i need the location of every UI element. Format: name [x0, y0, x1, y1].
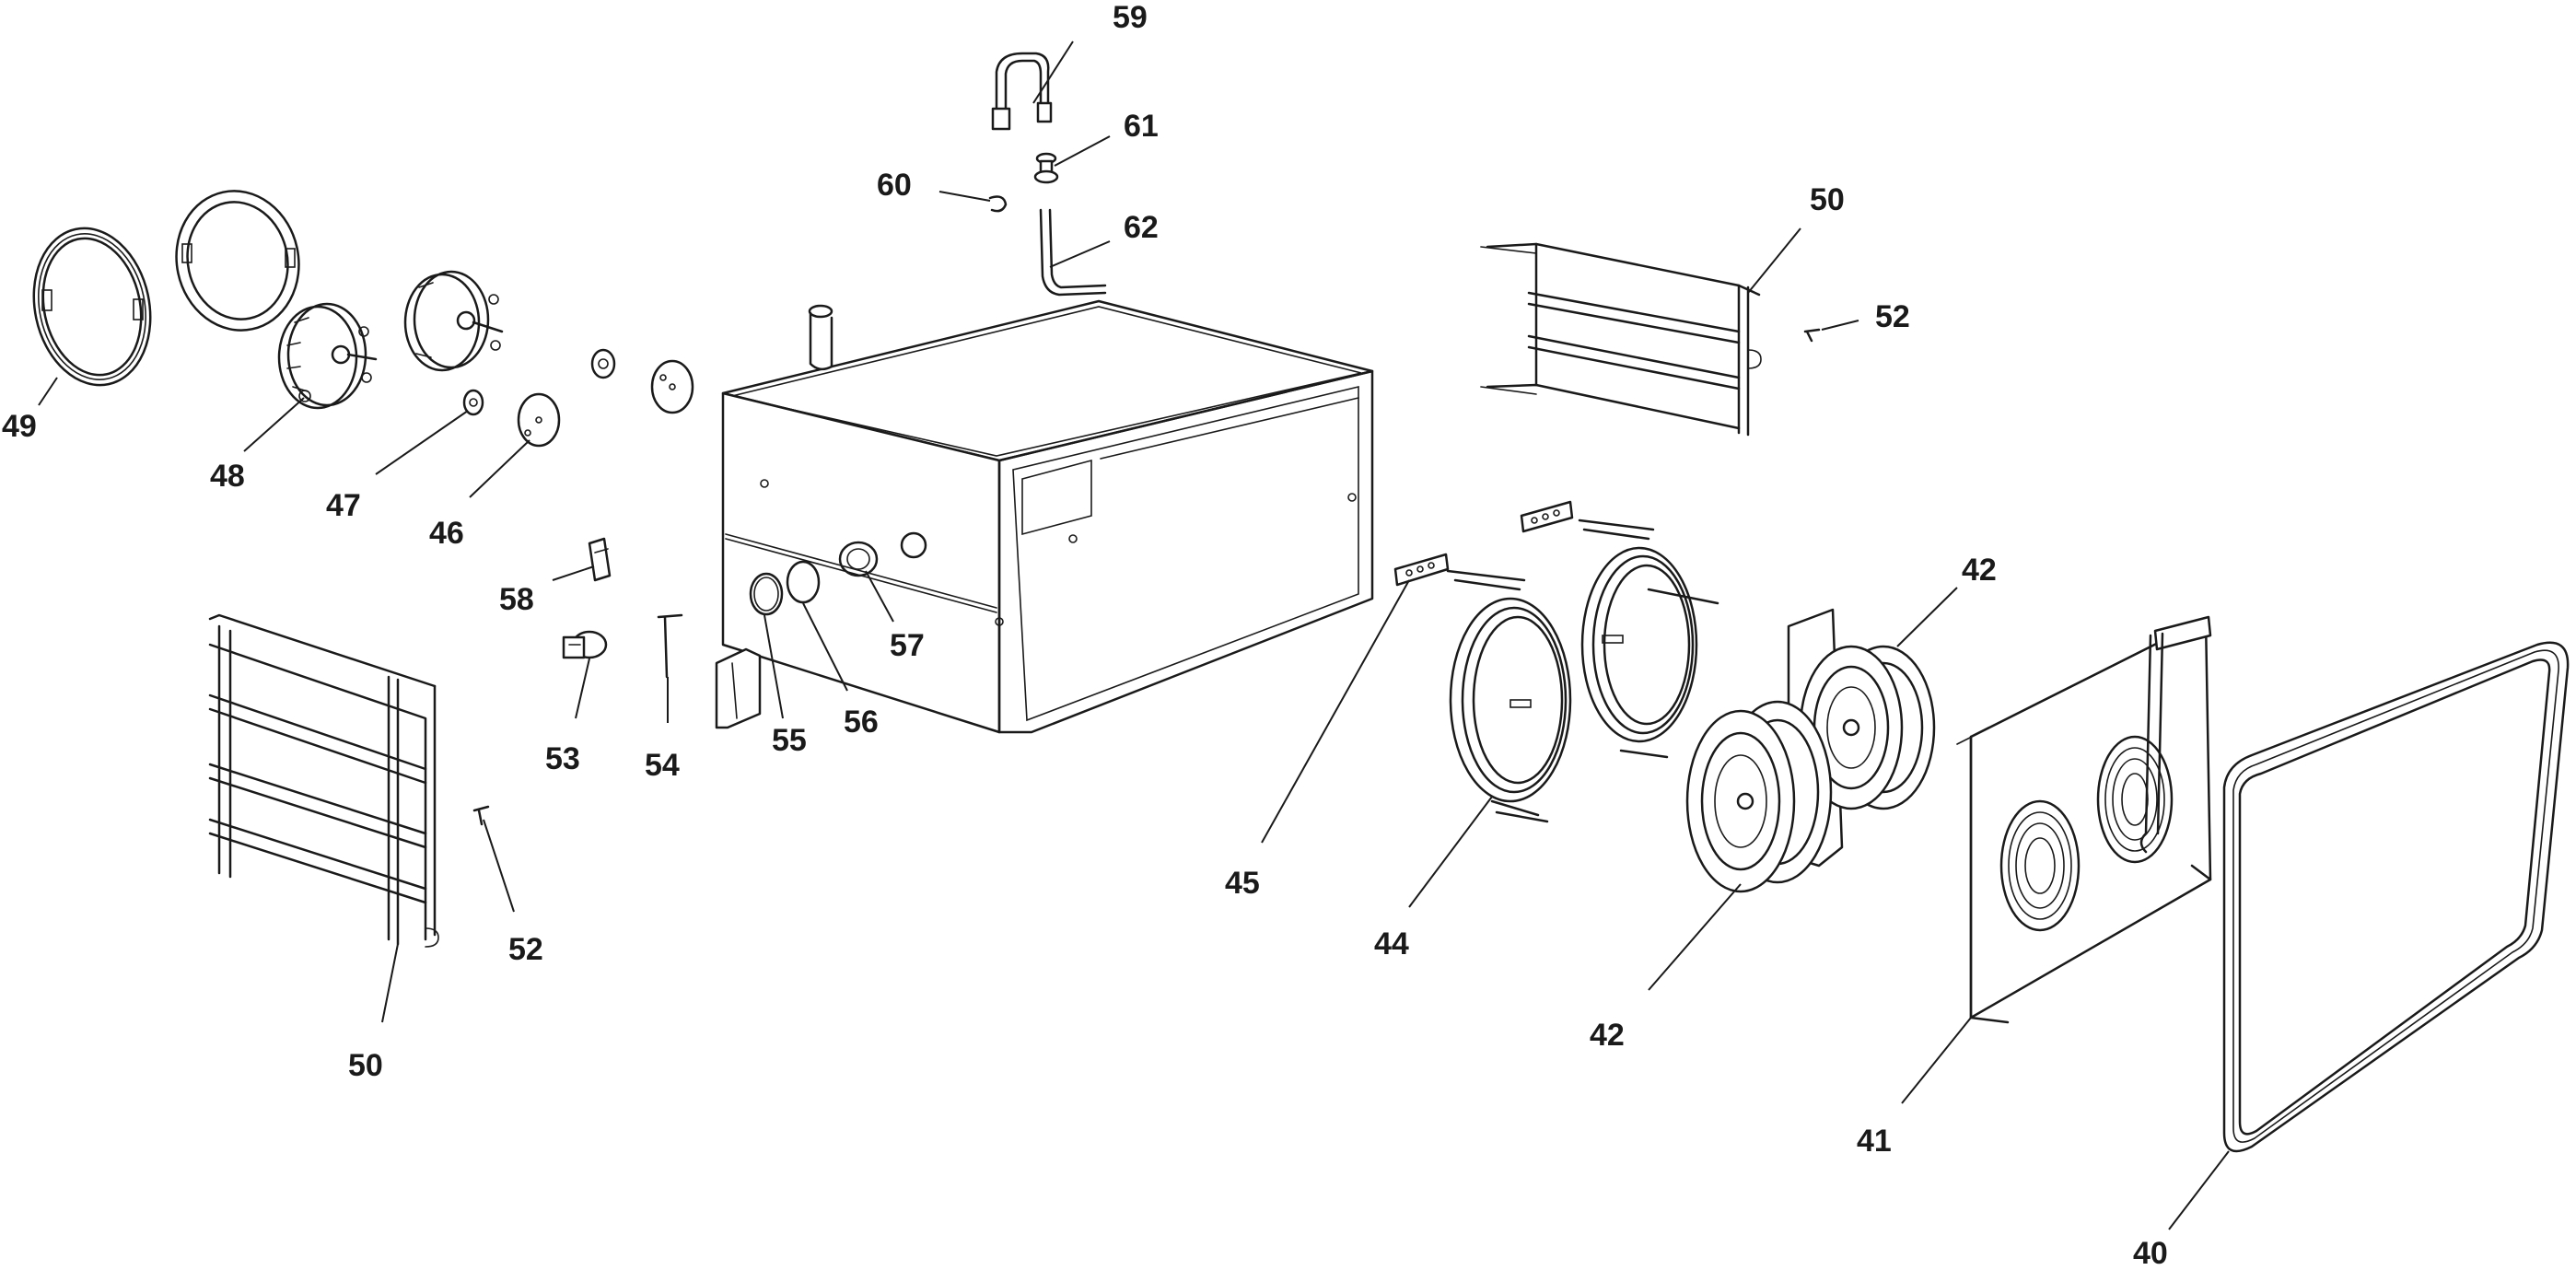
callout-53: 53	[545, 741, 580, 776]
part-55-ring	[749, 572, 784, 616]
part-54-bracket	[657, 613, 683, 679]
part-47-washer	[462, 389, 484, 416]
callout-61: 61	[1124, 109, 1159, 144]
callout-57: 57	[890, 628, 925, 663]
callout-49: 49	[2, 409, 37, 444]
part-56-ring	[786, 560, 821, 604]
part-59-tube	[991, 52, 1053, 131]
callout-59: 59	[1113, 0, 1148, 35]
callout-50-lower: 50	[348, 1048, 383, 1083]
callout-42-lower: 42	[1590, 1018, 1625, 1053]
part-48-motor-b	[403, 270, 504, 372]
oven-cavity-box	[715, 299, 1374, 734]
callout-55: 55	[772, 723, 807, 758]
part-50-rack-upper	[1480, 242, 1762, 437]
callout-52-lower: 52	[508, 932, 543, 967]
part-53-switch	[562, 630, 608, 659]
part-46-disk-upper	[650, 359, 694, 414]
callout-62: 62	[1124, 210, 1159, 245]
part-50-rack-lower	[208, 613, 439, 948]
part-52-clip-lower	[472, 805, 490, 826]
callout-50-upper: 50	[1810, 182, 1845, 217]
part-49-ring-second	[175, 190, 300, 332]
callout-58: 58	[499, 582, 534, 617]
part-58-clip	[588, 537, 612, 582]
part-40-door-gasket	[2222, 641, 2570, 1153]
callout-52-upper: 52	[1875, 299, 1910, 334]
callout-60: 60	[877, 168, 912, 203]
leader-lines	[38, 41, 2230, 1230]
part-52-clip-upper	[1803, 328, 1821, 343]
part-46-disk	[517, 392, 561, 448]
part-49-ring-gasket	[32, 227, 152, 387]
part-57-grommet	[838, 541, 879, 577]
callout-40: 40	[2133, 1236, 2168, 1270]
part-44-heating-element-rear	[1578, 518, 1719, 759]
callout-54: 54	[645, 748, 680, 783]
part-44-heating-element-front	[1446, 569, 1572, 823]
part-61-fitting	[1033, 152, 1059, 184]
callout-42-upper: 42	[1962, 553, 1997, 588]
part-60-clip	[988, 195, 1008, 213]
part-45-terminal-block	[1393, 500, 1574, 587]
part-62-tube	[1039, 208, 1107, 297]
callout-56: 56	[844, 705, 879, 740]
part-42-blower-wheel-front	[1685, 700, 1833, 893]
callout-45: 45	[1225, 866, 1260, 901]
callout-46: 46	[429, 516, 464, 551]
callout-47: 47	[326, 488, 361, 523]
callout-48: 48	[210, 459, 245, 494]
part-41-fan-baffle	[1956, 615, 2212, 1024]
part-47-washer-upper	[590, 348, 616, 379]
part-48-motor-a	[277, 302, 378, 410]
callout-labels: 49 48 47 46 58 53 54 55 56 57 59 60 61 6…	[2, 0, 2168, 1270]
callout-44: 44	[1374, 926, 1409, 961]
callout-41: 41	[1857, 1124, 1892, 1159]
